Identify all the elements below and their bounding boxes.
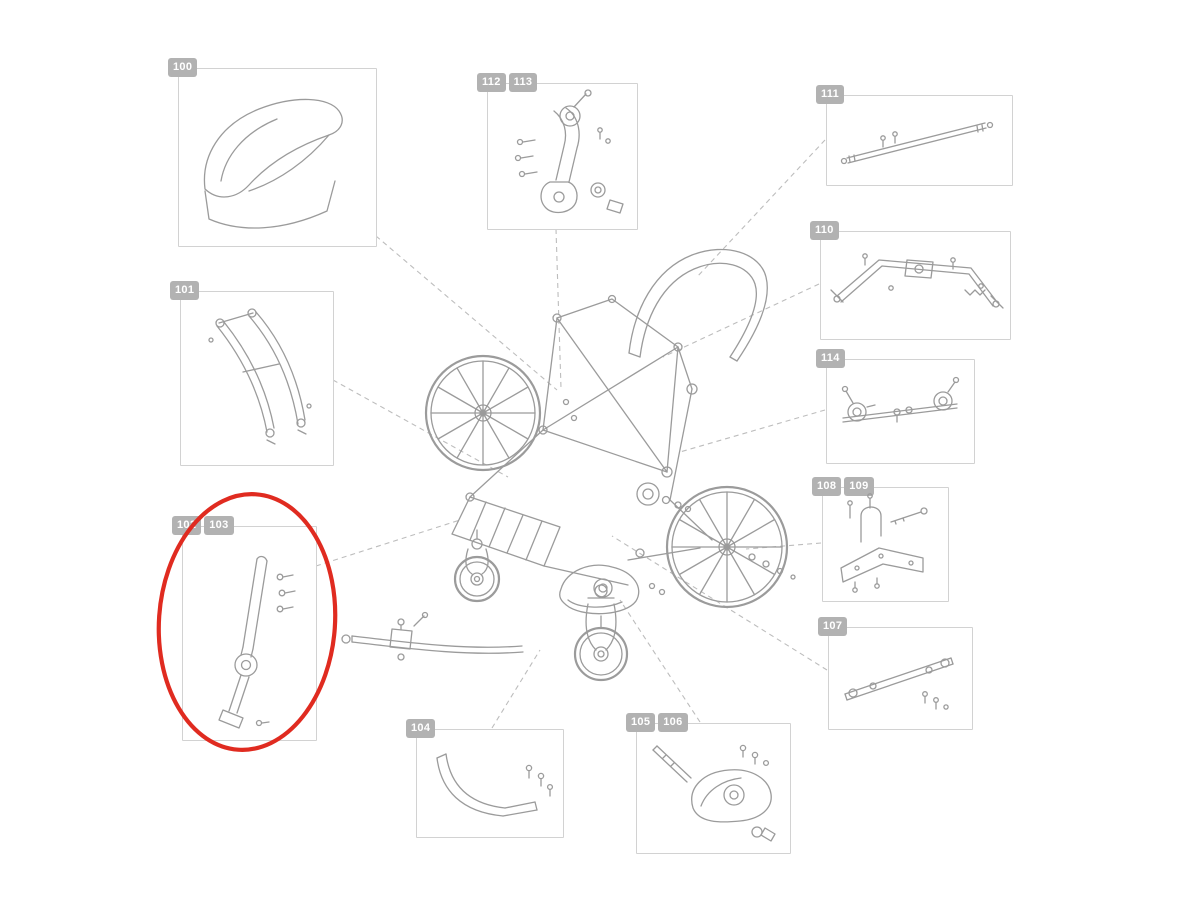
front-caster-wheel: [573, 584, 629, 682]
part-number-badge: 111: [816, 85, 845, 104]
caster-shroud: [559, 564, 666, 629]
part-box-108-109[interactable]: 108 109: [812, 477, 949, 602]
frame: [451, 294, 713, 586]
part-sketch-axle-rod: [840, 121, 994, 165]
part-number-badge: 108: [812, 477, 842, 496]
part-sketch-brake-axle: [841, 376, 960, 423]
connector-112-113: [555, 228, 562, 389]
part-number-badge: 100: [168, 58, 198, 77]
part-label-badges: 110: [810, 221, 839, 240]
connector-100: [375, 235, 558, 391]
part-number-badge: 113: [508, 73, 538, 92]
connector-102-103: [315, 519, 461, 567]
tow-bar: [341, 611, 524, 661]
part-label-badges: 114: [816, 349, 845, 368]
part-label-badges: 112 113: [477, 73, 538, 92]
part-label-badges: 108 109: [812, 477, 874, 496]
connector-107: [611, 535, 828, 671]
part-box-101[interactable]: 101: [170, 281, 334, 466]
part-box-114[interactable]: 114: [816, 349, 975, 464]
part-box-112-113[interactable]: 112 113: [477, 73, 638, 230]
part-box-110[interactable]: 110: [810, 221, 1011, 340]
part-number-badge: 106: [658, 713, 688, 732]
part-number-badge: 107: [818, 617, 848, 636]
axle-parts: [636, 482, 796, 580]
part-box-105-106[interactable]: 105 106: [626, 713, 791, 854]
part-label-badges: 100: [168, 58, 198, 77]
part-number-badge: 101: [170, 281, 200, 300]
part-label-badges: 105 106: [626, 713, 688, 732]
connector-105-106: [619, 599, 701, 723]
part-label-badges: 104: [406, 719, 436, 738]
connector-104: [491, 649, 541, 729]
part-box-100[interactable]: 100: [168, 58, 377, 247]
part-box-102-103[interactable]: 102 103: [172, 516, 317, 741]
part-box-111[interactable]: 111: [816, 85, 1013, 186]
part-number-badge: 104: [406, 719, 436, 738]
part-sketch-jogging-arm: [218, 555, 296, 729]
handlebar: [628, 248, 768, 362]
part-sketch-curved-tube: [436, 753, 554, 817]
part-box-107[interactable]: 107: [818, 617, 973, 730]
part-sketch-guard: [652, 744, 776, 842]
part-sketch-crossframe: [830, 253, 1004, 309]
part-label-badges: 111: [816, 85, 845, 104]
part-label-badges: 101: [170, 281, 200, 300]
part-number-badge: 105: [626, 713, 656, 732]
part-number-badge: 110: [810, 221, 839, 240]
part-label-badges: 107: [818, 617, 848, 636]
left-wheel: [424, 354, 542, 472]
part-sketch-bracket: [840, 493, 928, 593]
left-caster-wheel: [453, 529, 501, 603]
part-sketch-frame-bars: [208, 308, 312, 445]
part-number-badge: 109: [844, 477, 874, 496]
part-sketch-cross-bar: [844, 657, 954, 710]
part-number-badge: 112: [477, 73, 506, 92]
part-box-104[interactable]: 104: [406, 719, 564, 838]
connector-108-109: [745, 542, 822, 550]
connector-110: [662, 283, 820, 358]
connector-111: [696, 139, 826, 278]
part-sketch-body-shell: [203, 98, 343, 229]
connector-114: [679, 409, 826, 453]
part-number-badge: 114: [816, 349, 845, 368]
right-wheel: [665, 485, 789, 609]
part-sketch-hitch-arm: [514, 89, 624, 214]
connector-101: [332, 379, 509, 478]
